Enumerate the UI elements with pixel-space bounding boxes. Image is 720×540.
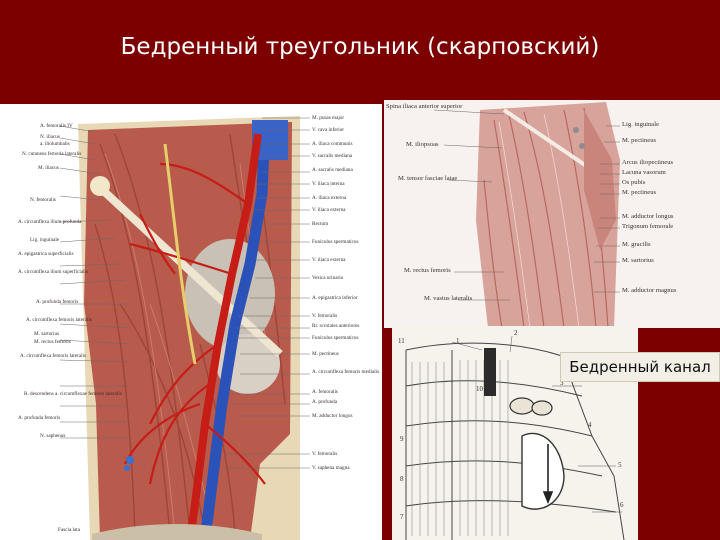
thigh-label: M. vastus lateralis [424, 295, 473, 302]
thigh-label: Arcus iliopectineus [622, 159, 674, 166]
sketch-number: 3 [560, 379, 564, 387]
left-label: Fascia lata [58, 527, 81, 533]
femoral-canal-callout: Бедренный канал [560, 352, 720, 382]
sketch-number: 5 [618, 461, 622, 469]
thigh-label: M. adductor longus [622, 213, 674, 220]
right-label: V. femoralis [312, 313, 338, 319]
left-label: A. femoralis IV [40, 123, 73, 129]
left-label: M. rectus femoris [34, 339, 71, 345]
sketch-number: 2 [514, 329, 518, 337]
thigh-label: M. iliopsoas [406, 141, 439, 148]
sketch-number: 8 [400, 475, 404, 483]
left-label: Lig. inguinale [30, 237, 60, 243]
right-label: V. femoralis [312, 451, 338, 457]
right-label: Rectum [312, 221, 329, 227]
left-label: N. femoralis [30, 197, 56, 203]
left-label: R. descendens a. circumflexae femoris la… [24, 391, 122, 397]
thigh-muscles-drawing [384, 100, 720, 328]
right-label: Funiculus spermaticus [312, 239, 359, 245]
left-label: N. iliacus [40, 134, 60, 140]
left-label: A. circumflexa ilium superficialis [18, 269, 89, 275]
right-label: V. iliaca externa [312, 257, 346, 263]
left-label: A. circumflexa ilium profunda [18, 219, 82, 225]
right-label: V. iliaca externa [312, 207, 346, 213]
sketch-number: 11 [398, 337, 405, 345]
sketch-number: 10 [476, 385, 483, 393]
sketch-number: 4 [588, 421, 592, 429]
right-label: V. cava inferior [312, 127, 345, 133]
left-label: A. epigastrica superficialis [18, 251, 74, 257]
thigh-label: Os pubis [622, 179, 646, 186]
right-label: Funiculus spermaticus [312, 335, 359, 341]
right-label: M. psoas major [312, 115, 345, 121]
slide-title: Бедренный треугольник (скарповский) [120, 34, 600, 60]
left-label: M. iliacus [38, 165, 59, 171]
sketch-number: 9 [400, 435, 404, 443]
thigh-muscles-illustration: Spina iliaca anterior superior M. iliops… [384, 100, 720, 328]
left-label: A. profunda femoris [18, 415, 61, 421]
right-label: A. circumflexa femoris medialis [312, 369, 380, 375]
thigh-label: M. pectineus [622, 189, 657, 196]
thigh-label: Lacuna vasorum [622, 169, 666, 176]
right-label: V. sacralis mediana [312, 153, 353, 159]
sketch-number: 7 [400, 513, 404, 521]
femoral-triangle-illustration: A. femoralis IV N. iliacus a. iliolumbal… [0, 104, 382, 540]
thigh-label: M. adductor magnus [622, 287, 677, 294]
thigh-label: Trigonum femorale [622, 223, 674, 230]
right-label: V. saphena magna [312, 465, 350, 471]
right-label: V. iliaca interna [312, 181, 345, 187]
right-label: M. pectineus [312, 351, 339, 357]
right-label: A. iliaca communis [312, 141, 353, 147]
thigh-label: Lig. inguinale [622, 121, 659, 128]
right-label: A. iliaca externa [312, 195, 347, 201]
right-label: Rr. scrotales anteriores [312, 323, 360, 329]
thigh-label: M. pectineus [622, 137, 657, 144]
left-label: A. circumflexa femoris lateralis [20, 353, 86, 359]
right-label: A. epigastrica inferior [312, 295, 358, 301]
femoral-triangle-drawing [0, 104, 382, 540]
right-label: A. profunda [312, 399, 338, 405]
thigh-label: M. gracilis [622, 241, 651, 248]
thigh-label: M. sartorius [622, 257, 654, 264]
left-label: N. cutaneus femoris lateralis [22, 151, 82, 157]
left-label: A. profunda femoris [36, 299, 79, 305]
thigh-label: Spina iliaca anterior superior [386, 103, 463, 110]
right-label: M. adductor longus [312, 413, 353, 419]
right-label: Vesica urinaria [312, 275, 343, 281]
left-label: M. sartorius [34, 331, 60, 337]
thigh-label: M. rectus femoris [404, 267, 451, 274]
right-label: A. sacralis mediana [312, 167, 353, 173]
left-label: N. saphenus [40, 433, 66, 439]
left-label: A. circumflexa femoris lateralis [26, 317, 92, 323]
left-label: a. iliolumbalis [40, 141, 70, 147]
right-label: A. femoralis [312, 389, 338, 395]
thigh-label: M. tensor fasciae latae [398, 175, 458, 182]
sketch-number: 6 [620, 501, 624, 509]
sketch-number: 1 [456, 337, 460, 345]
